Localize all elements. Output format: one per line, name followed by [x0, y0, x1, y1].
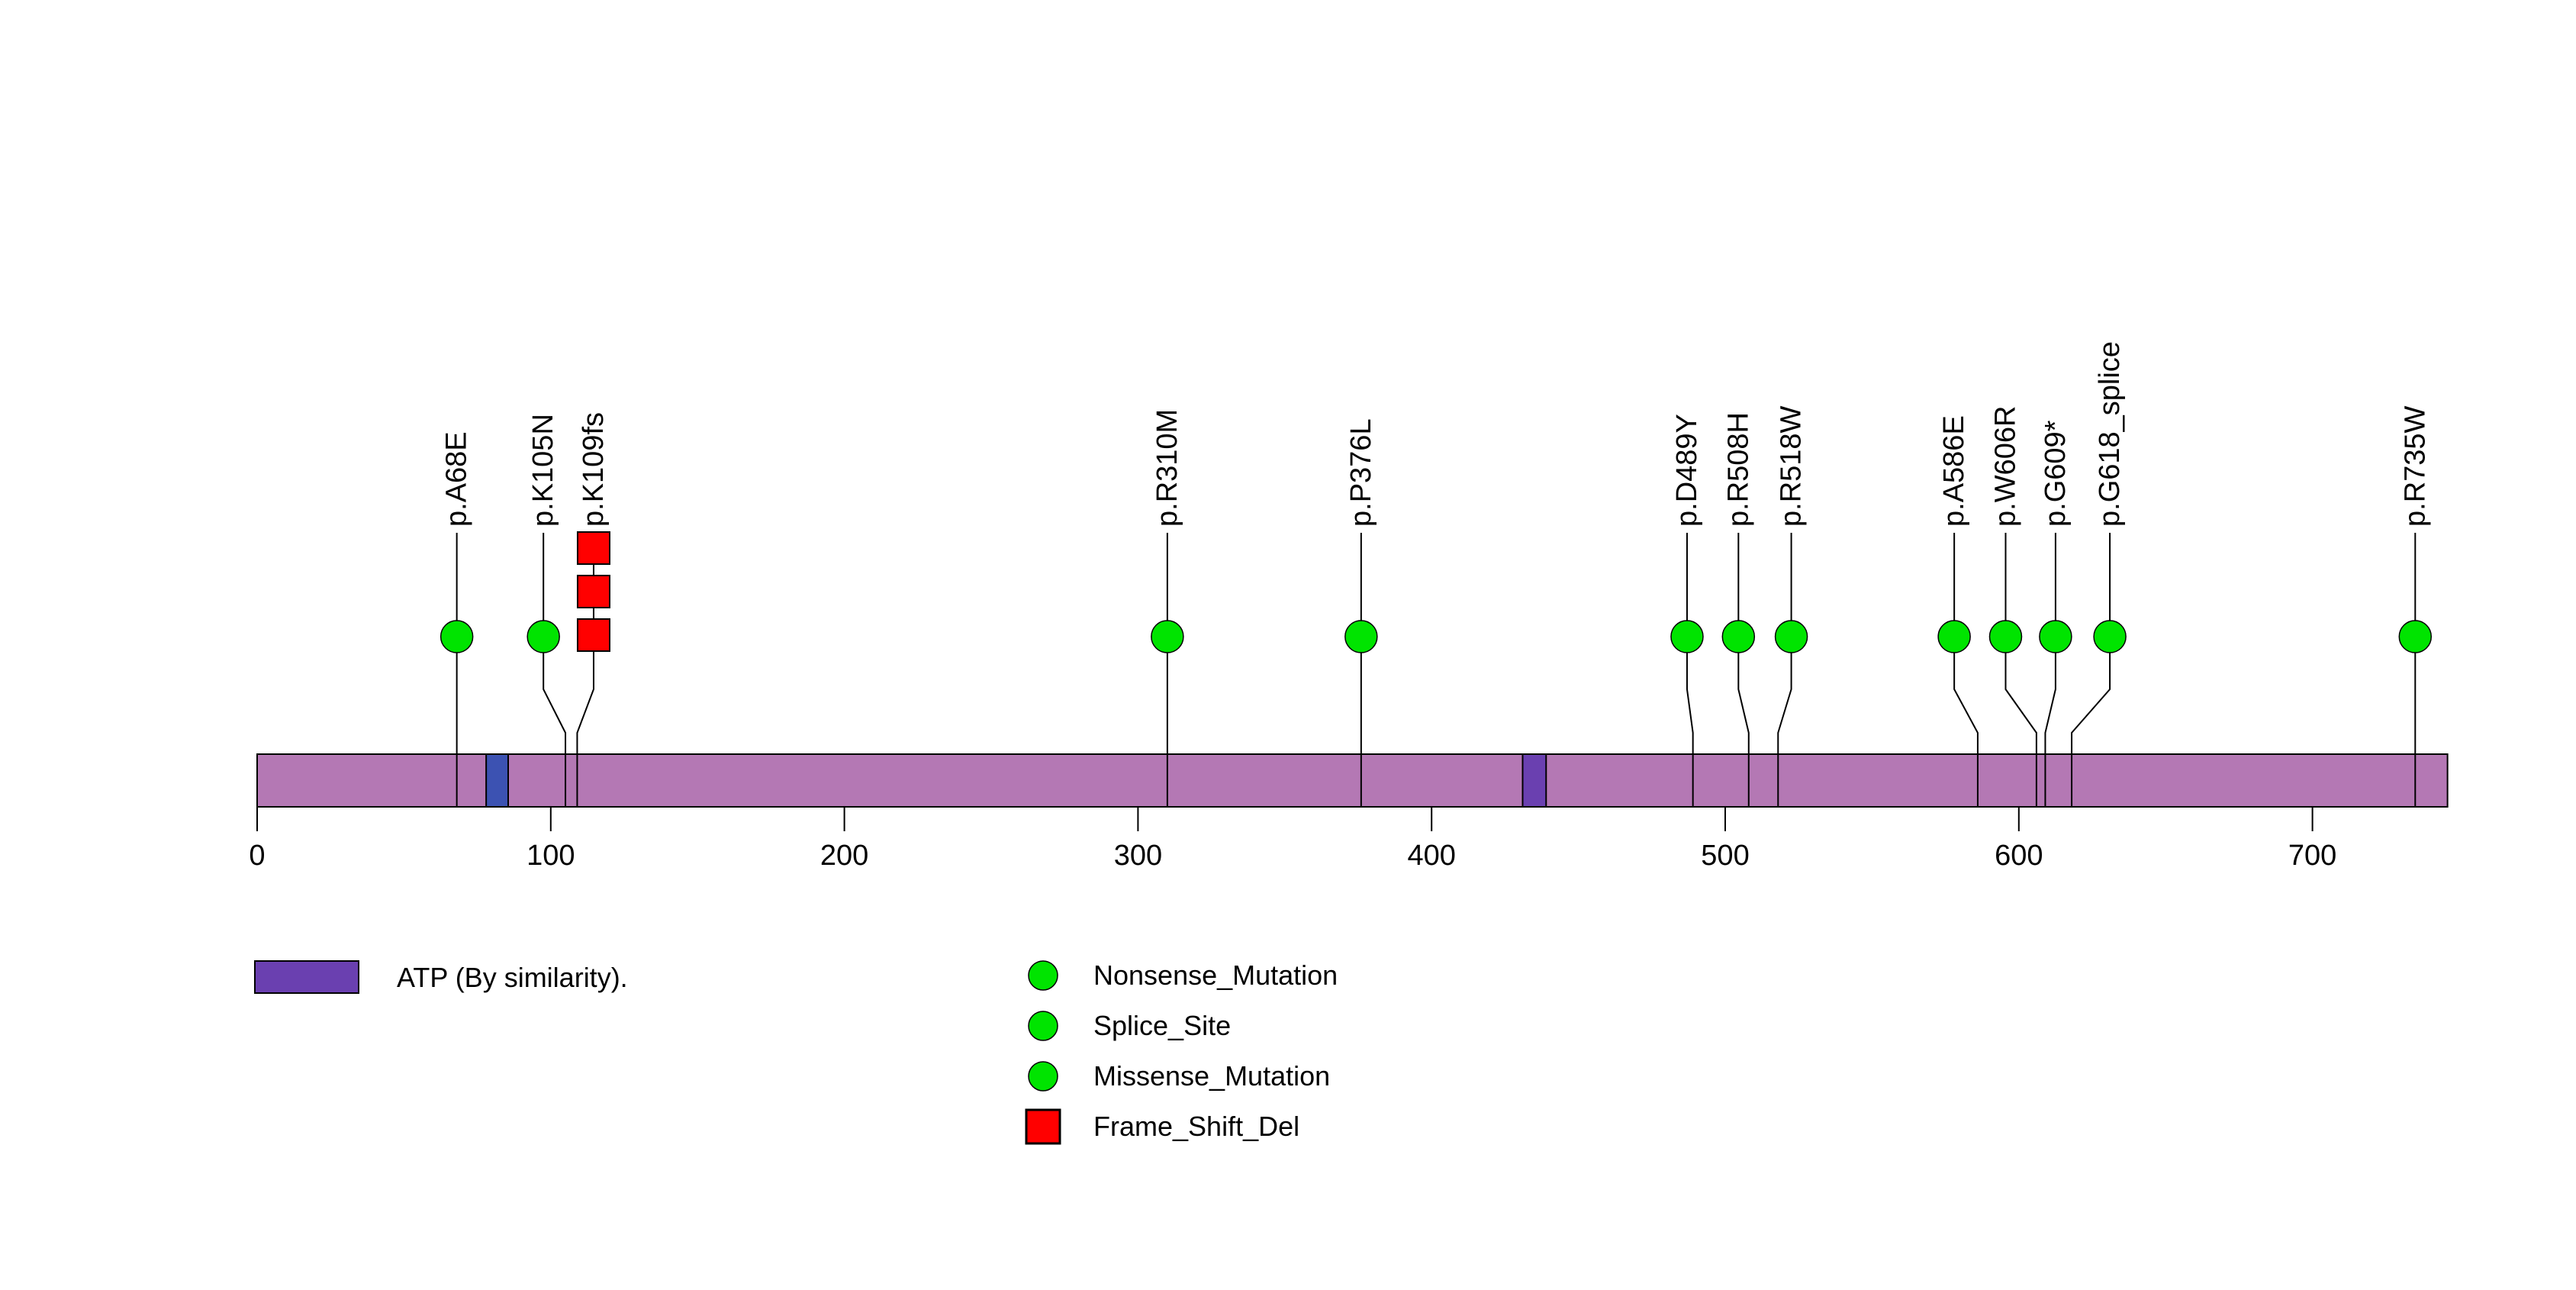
mutation-marker-circle [1721, 620, 1756, 653]
mutation-label: p.P376L [1345, 418, 1377, 527]
mutation-label: p.A586E [1938, 415, 1970, 527]
mutation-label: p.K109fs [578, 412, 610, 527]
mutation-marker-circle [440, 620, 474, 653]
lollipop-stems-group [456, 533, 2417, 807]
mutation-marker-square [576, 531, 610, 565]
axis-tick-label: 100 [526, 840, 575, 872]
legend-group: ATP (By similarity). Nonsense_MutationSpl… [254, 959, 1338, 1145]
mutation-marker-circle [1937, 620, 1971, 653]
legend-mutation-symbol-circle [1028, 1011, 1058, 1041]
mutation-marker-circle [1151, 620, 1184, 653]
mutation-marker-circle [526, 620, 560, 653]
axis-tick-label: 200 [820, 840, 868, 872]
axis-tick-label: 300 [1114, 840, 1162, 872]
lollipop-stem [1737, 533, 1750, 807]
mutation-label: p.R508H [1722, 412, 1754, 527]
mutation-label: p.G609* [2040, 420, 2072, 527]
lollipop-stem [1686, 533, 1694, 807]
legend-mutation-symbol-circle [1028, 1061, 1058, 1092]
mutation-label: p.A68E [441, 431, 473, 527]
mutation-marker-circle [1988, 620, 2023, 653]
legend-mutation-label: Nonsense_Mutation [1093, 959, 1338, 991]
mutation-label: p.R310M [1151, 409, 1183, 527]
axis-tick-label: 600 [1995, 840, 2043, 872]
mutation-label: p.R518W [1776, 405, 1808, 527]
mutation-label: p.D489Y [1671, 414, 1703, 527]
mutation-label: p.K105N [527, 414, 559, 527]
lollipop-heads-group [440, 531, 2433, 653]
legend-domain-swatch [254, 960, 359, 994]
mutation-labels-group: p.A68E p.K105N p.K109fs p.R310M p.P376L p.D48… [441, 341, 2432, 527]
mutation-marker-circle [1670, 620, 1704, 653]
legend-domain-label: ATP (By similarity). [397, 962, 628, 993]
mutation-marker-square [576, 618, 610, 652]
axis-tick-label: 0 [249, 840, 265, 872]
protein-backbone-bar [256, 753, 2449, 808]
mutation-marker-square [576, 575, 610, 608]
mutation-marker-circle [2039, 620, 2072, 653]
lollipop-stem [1777, 533, 1792, 807]
mutation-marker-circle [2093, 620, 2127, 653]
lollipop-stem [2071, 533, 2111, 807]
mutation-label: p.R735W [2399, 405, 2431, 527]
lollipop-stem [2004, 533, 2037, 807]
mutation-marker-circle [1344, 620, 1378, 653]
protein-domain [1521, 753, 1547, 808]
protein-track-group [256, 753, 2449, 808]
x-axis-group: 0 100 200 300 400 500 600 700 [249, 807, 2336, 872]
protein-domain [485, 753, 510, 808]
axis-tick-label: 400 [1407, 840, 1455, 872]
axis-tick-label: 700 [2288, 840, 2336, 872]
legend-mutation-label: Frame_Shift_Del [1093, 1111, 1299, 1142]
axis-tick-label: 500 [1701, 840, 1749, 872]
lollipop-stem [543, 533, 567, 807]
legend-mutation-label: Missense_Mutation [1093, 1060, 1330, 1092]
mutation-label: p.G618_splice [2094, 341, 2126, 527]
lollipop-stem [2044, 533, 2056, 807]
mutation-marker-circle [1774, 620, 1808, 653]
legend-mutation-label: Splice_Site [1093, 1010, 1231, 1041]
mutation-label: p.W606R [1989, 406, 2021, 527]
mutation-marker-circle [2398, 620, 2433, 653]
lollipop-stem [576, 533, 594, 807]
lollipop-stem [1953, 533, 1979, 807]
legend-mutation-symbol-circle [1028, 960, 1058, 991]
legend-mutation-symbol-square [1025, 1108, 1061, 1145]
